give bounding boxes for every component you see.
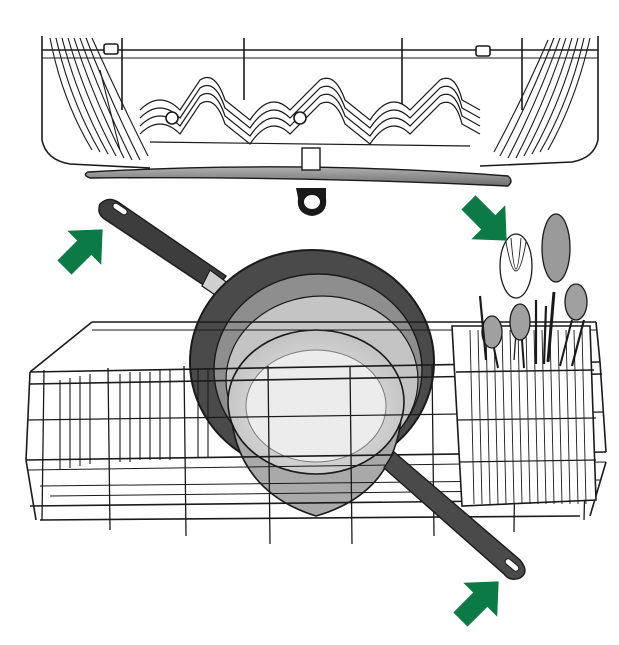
serving-spoon [541,213,571,363]
spoon-1 [481,315,503,349]
arrow-down-right-icon [461,195,507,241]
lower-rack-left-tines [59,370,209,470]
utensils [478,213,588,369]
cutlery-basket [451,325,597,507]
upper-rack [41,36,599,169]
pot [227,329,405,517]
upper-rack-left-tines [49,37,149,161]
arrow-up-right-icon [453,581,499,627]
spoon-2 [509,303,531,341]
spoon-3 [564,283,588,321]
spray-arm [84,147,512,216]
upper-rack-center-supports [139,76,481,147]
upper-rack-right-tines [493,37,591,159]
pan-handle-bottom [383,450,526,581]
arrow-up-right-icon [57,229,103,275]
